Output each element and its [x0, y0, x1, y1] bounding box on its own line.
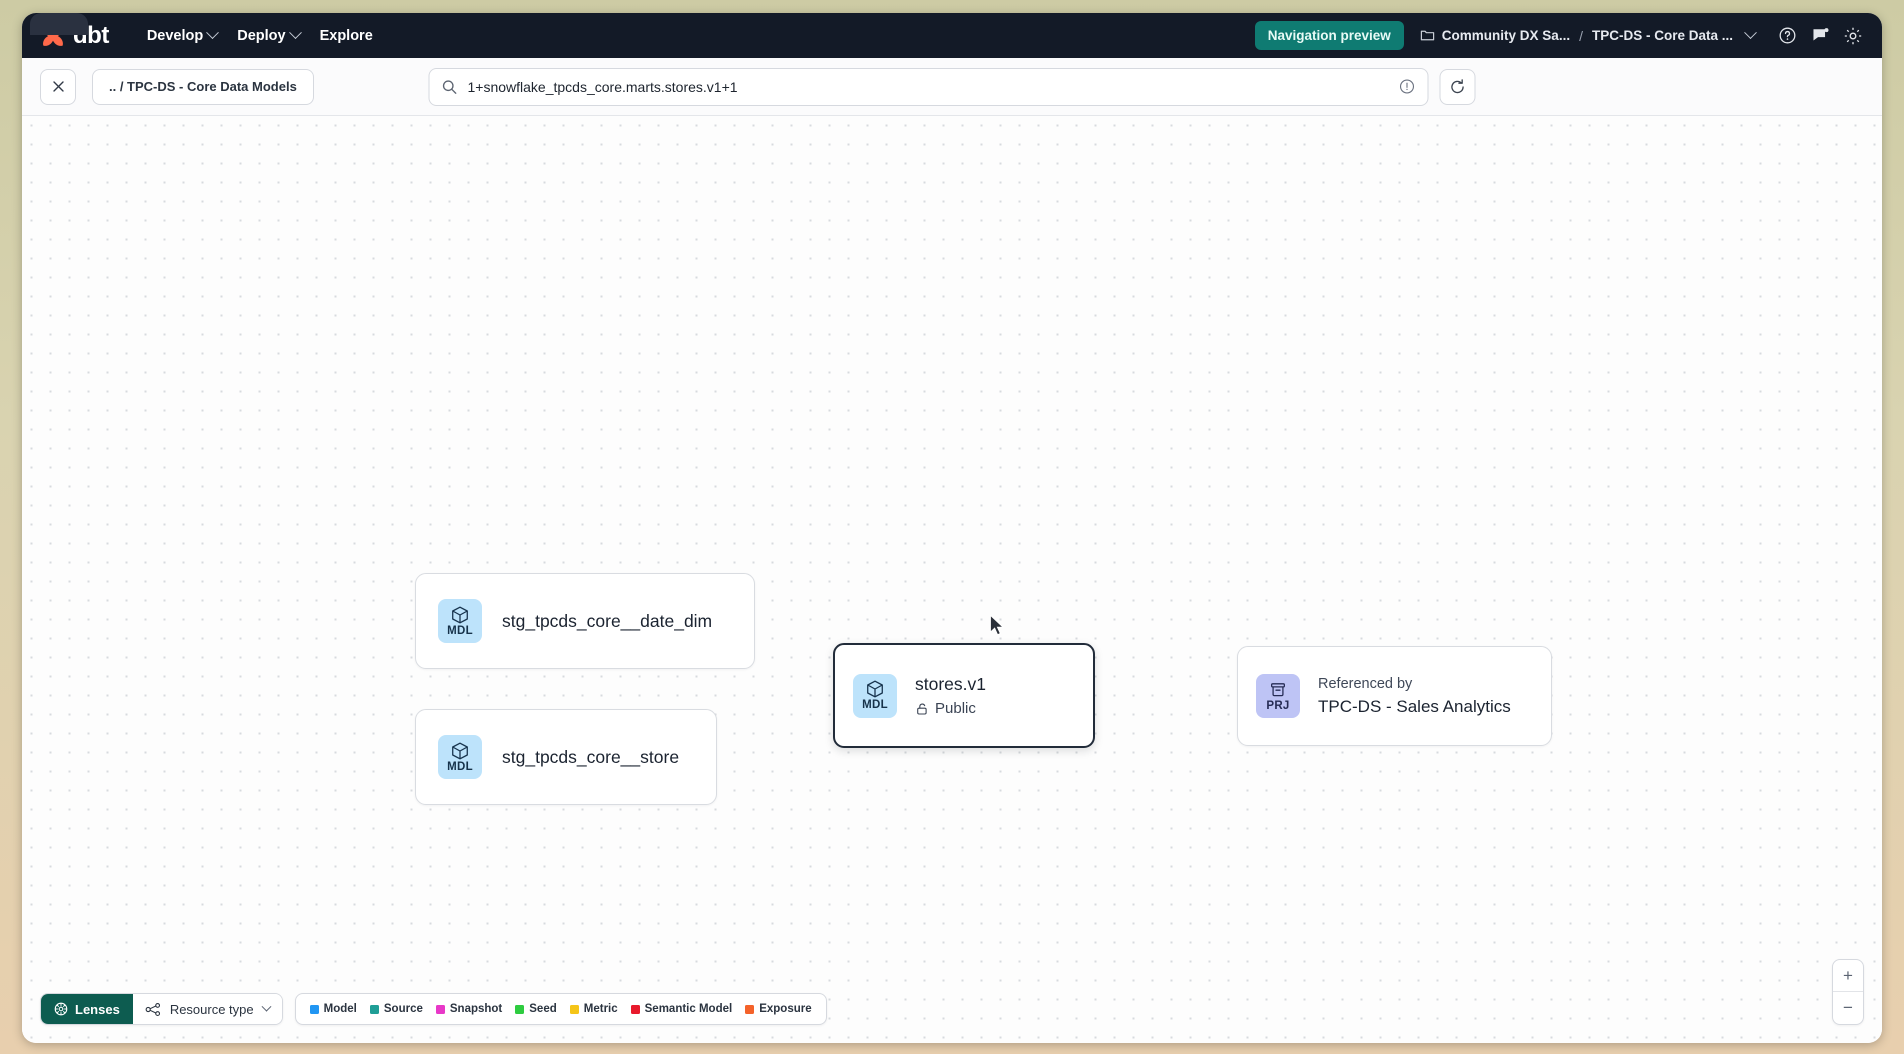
node-access-row: Public	[915, 700, 986, 717]
lenses-button[interactable]: Lenses	[41, 994, 133, 1024]
resource-type-badge-model: MDL	[853, 673, 897, 718]
breadcrumb-separator: /	[1579, 27, 1583, 44]
chevron-down-icon	[288, 26, 302, 40]
graph-node-stg-date-dim[interactable]: MDL stg_tpcds_core__date_dim	[415, 573, 755, 669]
chevron-down-icon	[261, 1001, 272, 1012]
legend-item-model[interactable]: Model	[309, 1003, 357, 1015]
graph-node-sales-analytics-project[interactable]: PRJ Referenced by TPC-DS - Sales Analyti…	[1237, 646, 1552, 746]
resource-type-badge-project: PRJ	[1256, 674, 1300, 718]
resource-type-badge-model: MDL	[438, 599, 482, 643]
project-icon	[1271, 682, 1285, 697]
chat-icon	[1812, 28, 1828, 41]
top-navigation-bar: dbt Develop Deploy Explore Navigation pr…	[22, 13, 1882, 58]
chat-button[interactable]	[1805, 21, 1835, 51]
cube-icon	[452, 742, 468, 760]
node-text-block: Referenced by TPC-DS - Sales Analytics	[1318, 676, 1511, 717]
resource-type-badge-model: MDL	[438, 735, 482, 779]
nav-item-explore[interactable]: Explore	[310, 22, 383, 50]
info-circle-icon[interactable]	[1399, 78, 1416, 95]
node-title: TPC-DS - Sales Analytics	[1318, 696, 1511, 716]
refresh-icon	[1451, 78, 1464, 93]
legend-swatch	[515, 1004, 525, 1014]
lineage-edges	[22, 116, 322, 266]
chevron-down-icon	[1744, 26, 1757, 40]
graph-node-stg-store[interactable]: MDL stg_tpcds_core__store	[415, 709, 717, 805]
legend-item-exposure[interactable]: Exposure	[745, 1003, 812, 1015]
resource-type-legend: Model Source Snapshot Seed Metric Semant…	[294, 993, 827, 1025]
legend-item-snapshot[interactable]: Snapshot	[435, 1003, 503, 1015]
graph-node-stores-v1[interactable]: MDL stores.v1 Public	[833, 643, 1095, 748]
legend-label: Seed	[529, 1003, 557, 1015]
search-input[interactable]	[467, 78, 1389, 95]
chevron-down-icon	[206, 26, 220, 40]
legend-swatch	[309, 1004, 319, 1014]
resource-type-abbr: MDL	[447, 760, 473, 773]
resource-type-abbr: PRJ	[1266, 699, 1290, 712]
resource-type-label: Resource type	[169, 1001, 254, 1017]
breadcrumb-account[interactable]: Community DX Sa...	[1420, 28, 1570, 43]
navigation-preview-badge[interactable]: Navigation preview	[1254, 21, 1404, 50]
node-access-label: Public	[935, 700, 976, 717]
lineage-search-box[interactable]	[428, 67, 1429, 106]
node-title: stg_tpcds_core__store	[502, 746, 680, 767]
nav-item-deploy-label: Deploy	[237, 27, 286, 44]
node-eyebrow: Referenced by	[1318, 675, 1413, 692]
legend-label: Model	[323, 1003, 357, 1015]
nav-item-develop-label: Develop	[146, 27, 204, 44]
legend-item-metric[interactable]: Metric	[569, 1003, 618, 1015]
nav-item-explore-label: Explore	[319, 27, 373, 44]
help-circle-icon	[1779, 27, 1795, 44]
resource-type-abbr: MDL	[862, 699, 888, 712]
nav-item-deploy[interactable]: Deploy	[227, 22, 309, 50]
node-title: stores.v1	[915, 674, 986, 694]
browser-tab-stub	[30, 13, 88, 35]
search-icon	[442, 79, 457, 94]
nodes-icon	[145, 1002, 160, 1016]
legend-swatch	[435, 1004, 445, 1014]
legend-swatch	[745, 1004, 755, 1014]
zoom-in-button[interactable]: +	[1833, 960, 1863, 992]
lenses-control-group: Lenses Resource type	[40, 993, 283, 1025]
zoom-out-button[interactable]: −	[1843, 998, 1853, 1017]
legend-swatch	[369, 1004, 379, 1014]
cube-icon	[867, 680, 883, 698]
legend-swatch	[630, 1004, 640, 1014]
search-area	[428, 67, 1476, 106]
lens-icon	[54, 1002, 68, 1016]
folder-icon	[1420, 30, 1434, 41]
mouse-cursor	[989, 614, 1005, 636]
help-button[interactable]	[1772, 21, 1802, 51]
cube-icon	[452, 606, 468, 624]
project-breadcrumb-pill[interactable]: .. / TPC-DS - Core Data Models	[92, 68, 314, 105]
legend-label: Source	[383, 1003, 423, 1015]
refresh-lineage-button[interactable]	[1439, 68, 1476, 105]
breadcrumb-project-label: TPC-DS - Core Data ...	[1591, 28, 1733, 43]
breadcrumb-account-label: Community DX Sa...	[1441, 28, 1571, 43]
legend-label: Snapshot	[449, 1003, 503, 1015]
node-text-block: stores.v1 Public	[915, 674, 986, 717]
legend-label: Exposure	[759, 1003, 812, 1015]
close-lineage-button[interactable]	[40, 68, 76, 105]
node-title: stg_tpcds_core__date_dim	[502, 610, 713, 631]
breadcrumb-project[interactable]: TPC-DS - Core Data ...	[1591, 26, 1757, 43]
legend-item-semantic-model[interactable]: Semantic Model	[630, 1003, 733, 1015]
zoom-controls: + −	[1832, 959, 1864, 1025]
legend-item-seed[interactable]: Seed	[515, 1003, 557, 1015]
settings-button[interactable]	[1838, 21, 1868, 51]
lenses-label: Lenses	[75, 1001, 120, 1017]
legend-label: Metric	[583, 1003, 618, 1015]
unlock-icon	[917, 703, 927, 715]
legend-swatch	[569, 1004, 579, 1014]
application-window: dbt Develop Deploy Explore Navigation pr…	[22, 13, 1882, 1043]
lineage-toolbar: .. / TPC-DS - Core Data Models	[22, 58, 1882, 116]
lineage-bottom-bar: Lenses Resource type Model	[40, 993, 827, 1025]
close-icon	[52, 81, 64, 92]
gear-icon	[1844, 27, 1862, 44]
legend-label: Semantic Model	[644, 1003, 733, 1015]
lineage-canvas[interactable]: MDL stg_tpcds_core__date_dim MDL stg_tpc…	[22, 116, 1882, 1043]
resource-type-abbr: MDL	[447, 624, 473, 637]
legend-item-source[interactable]: Source	[369, 1003, 423, 1015]
resource-type-dropdown[interactable]: Resource type	[132, 994, 282, 1024]
nav-item-develop[interactable]: Develop	[137, 22, 227, 50]
